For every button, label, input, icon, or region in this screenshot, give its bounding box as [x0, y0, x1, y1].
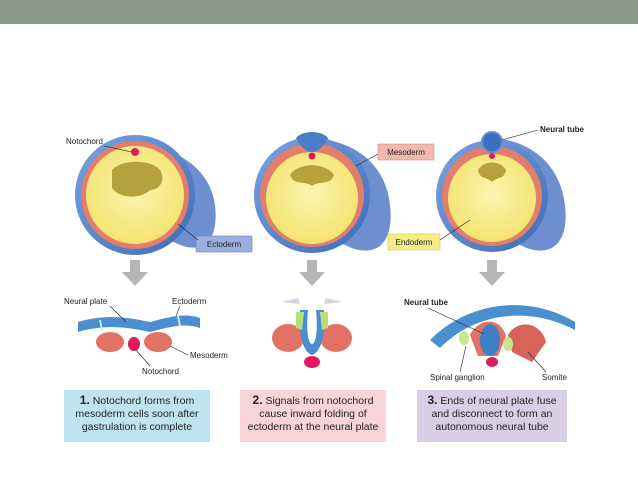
embryo-stage-3	[436, 131, 566, 252]
arrow-down-1	[122, 260, 148, 286]
section-stage-2	[272, 298, 352, 368]
caption-step-2-line-1: Signals from notochord	[265, 395, 374, 407]
mesoderm-box	[377, 143, 435, 161]
section-stage-1	[78, 315, 200, 352]
caption-step-3-line-1: Ends of neural plate fuse	[440, 395, 557, 407]
label-neural-plate: Neural plate	[64, 297, 108, 306]
caption-step-1: 1. Notochord forms from mesoderm cells s…	[64, 390, 210, 442]
caption-step-2-line-3: ectoderm at the neural plate	[247, 421, 379, 433]
ectoderm-box	[195, 235, 253, 253]
label-notochord-bottom: Notochord	[142, 367, 179, 376]
caption-step-1-line-1: Notochord forms from	[92, 395, 195, 407]
label-ectoderm-bottom: Ectoderm	[172, 297, 207, 306]
arrow-down-2	[299, 260, 325, 286]
label-notochord-top: Notochord	[66, 137, 103, 146]
notochord-dot-2	[308, 152, 316, 160]
caption-step-3-line-2: and disconnect to form an	[431, 408, 553, 420]
label-mesoderm-box: Mesoderm	[387, 148, 425, 157]
endoderm-box	[387, 233, 441, 251]
notochord-dot-3	[489, 153, 495, 159]
caption-step-2: 2. Signals from notochord cause inward f…	[240, 390, 386, 442]
arrow-down-3	[479, 260, 505, 286]
label-somite: Somite	[542, 373, 567, 382]
label-endoderm-box: Endoderm	[396, 238, 433, 247]
label-neural-tube-top: Neural tube	[540, 125, 585, 134]
caption-step-2-number: 2.	[252, 393, 263, 407]
caption-step-3-line-3: autonomous neural tube	[435, 421, 549, 433]
caption-step-1-line-3: gastrulation is complete	[81, 421, 193, 433]
label-ectoderm-box: Ectoderm	[207, 240, 242, 249]
label-neural-tube-bottom: Neural tube	[404, 298, 449, 307]
label-spinal-ganglion: Spinal ganglion	[430, 373, 485, 382]
embryo-stage-1	[75, 135, 216, 255]
label-mesoderm-bottom: Mesoderm	[190, 351, 228, 360]
caption-step-3-number: 3.	[427, 393, 438, 407]
caption-step-1-line-2: mesoderm cells soon after	[75, 408, 199, 420]
top-banner	[0, 0, 638, 24]
caption-step-3: 3. Ends of neural plate fuse and disconn…	[417, 390, 567, 442]
caption-step-2-line-2: cause inward folding of	[259, 408, 367, 420]
section-stage-3	[430, 305, 575, 367]
notochord-dot-1	[131, 148, 139, 156]
embryo-stage-2	[254, 132, 391, 253]
caption-step-1-number: 1.	[79, 393, 90, 407]
